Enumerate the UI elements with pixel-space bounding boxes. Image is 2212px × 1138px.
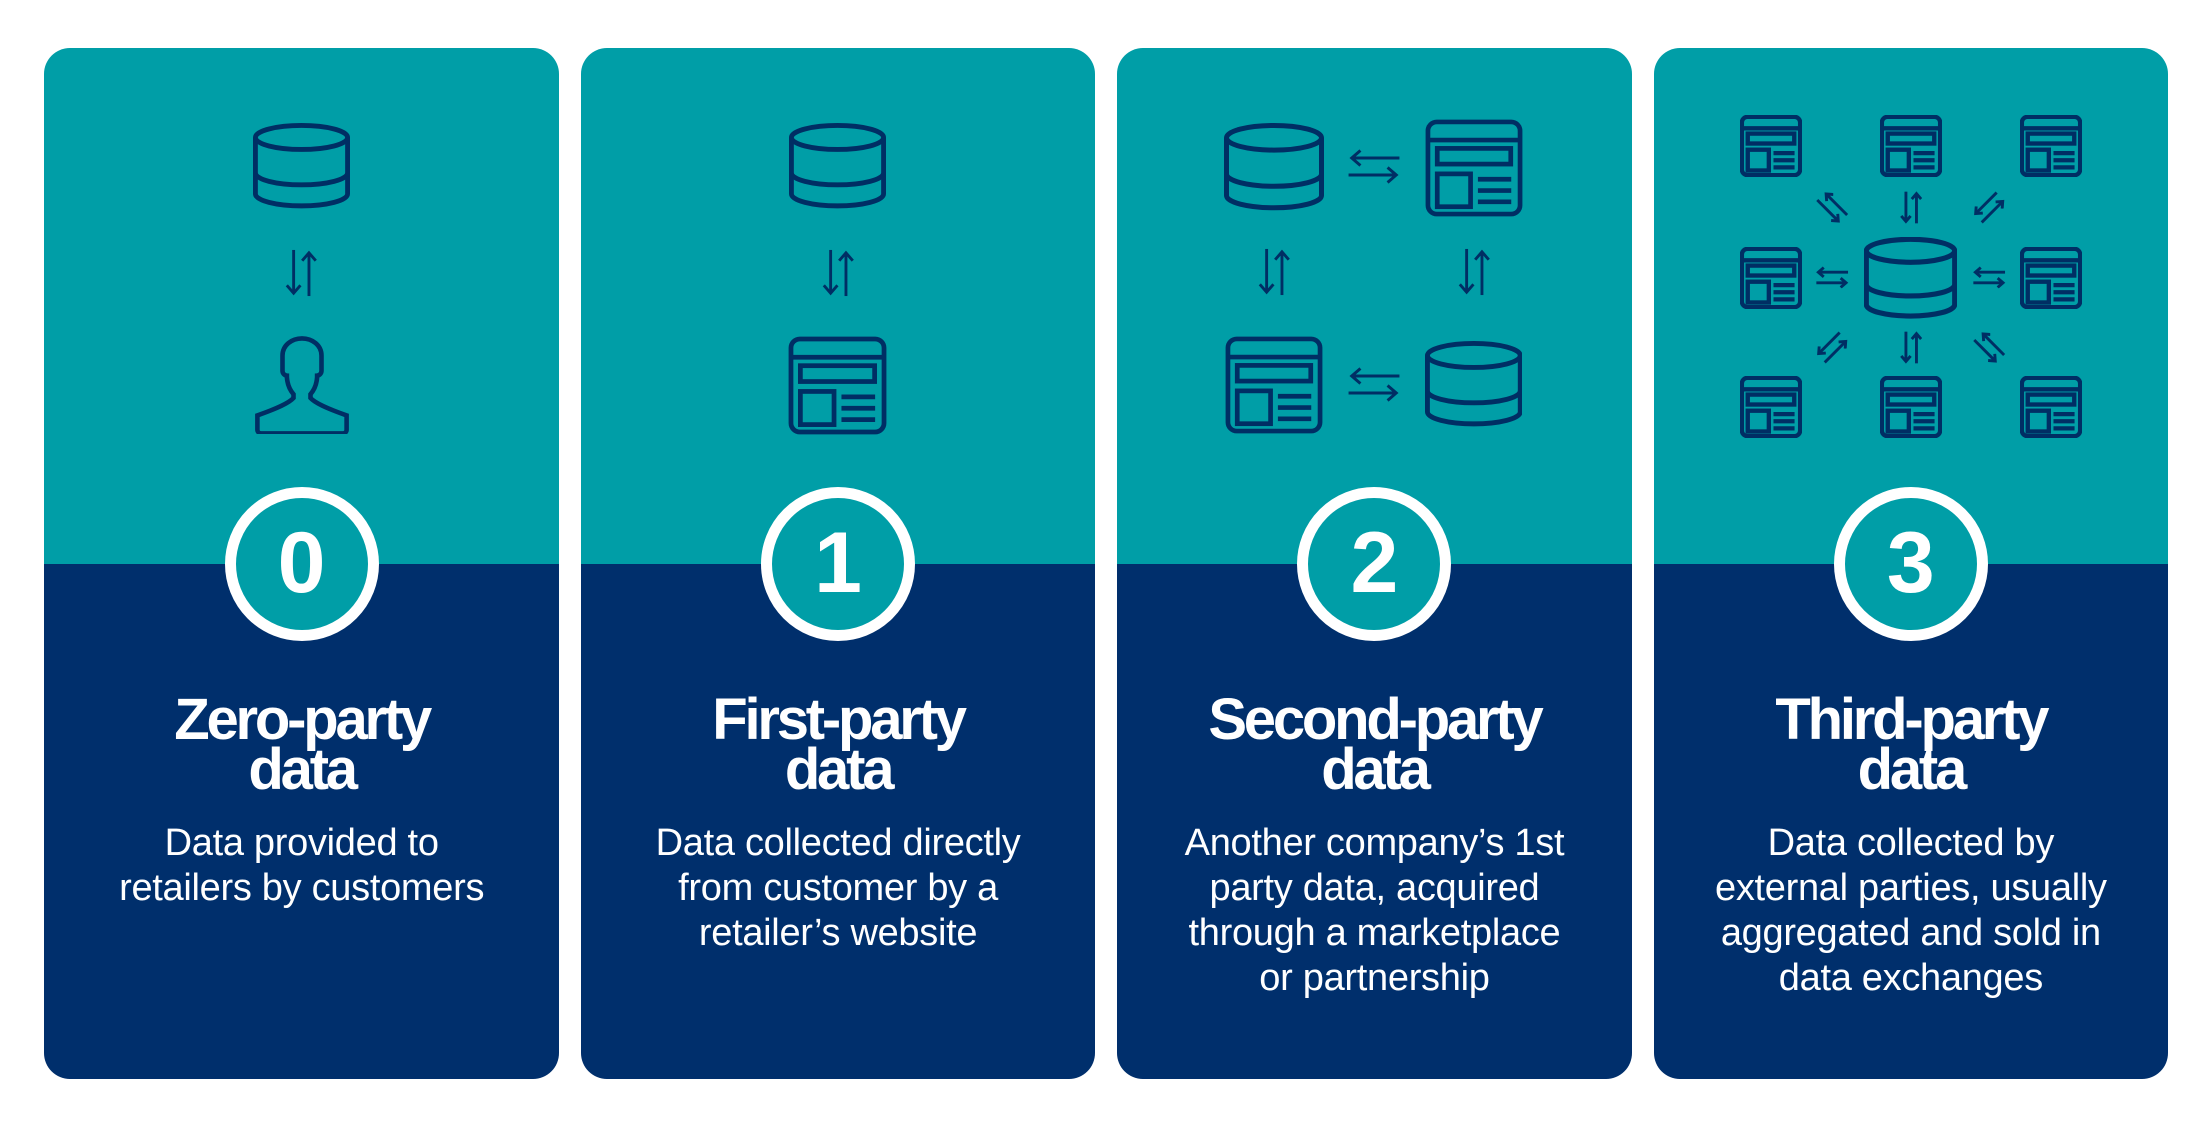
exchange-arrows-icon	[1347, 366, 1401, 402]
exchange-arrows-icon	[1347, 149, 1401, 184]
exchange-arrows-icon	[1969, 327, 2009, 368]
number-badge: 2	[1297, 486, 1452, 641]
card-description-line: retailers by customers	[119, 867, 485, 909]
card-description-line: Another company’s 1st	[1184, 822, 1565, 864]
browser-icon	[2020, 247, 2082, 309]
card-description-line: Data collected directly	[655, 822, 1021, 864]
exchange-arrows-icon	[1899, 191, 1922, 224]
card-top-panel	[44, 48, 559, 564]
number-badge: 3	[1833, 486, 1988, 641]
browser-icon	[1740, 247, 1802, 309]
exchange-arrows-icon	[1899, 331, 1922, 364]
card-description-line: external parties, usually	[1714, 867, 2107, 909]
browser-icon	[1740, 376, 1802, 438]
badge-number: 1	[814, 514, 862, 611]
card-description-line: from customer by a	[678, 867, 998, 909]
number-badge: 0	[224, 486, 379, 641]
exchange-arrows-icon	[822, 248, 854, 297]
card-top-panel	[1117, 48, 1632, 564]
exchange-arrows-icon	[1812, 327, 1852, 368]
card-title-line: First-party	[712, 687, 967, 752]
browser-icon	[2020, 376, 2082, 438]
card-description-line: Data collected by	[1767, 822, 2055, 864]
browser-icon	[1880, 115, 1942, 177]
exchange-arrows-icon	[285, 248, 318, 297]
card-top-panel	[1653, 48, 2169, 564]
card-description-line: data exchanges	[1778, 957, 2043, 999]
exchange-arrows-icon	[1258, 248, 1291, 296]
browser-icon	[1880, 376, 1942, 438]
database-icon	[1425, 341, 1523, 427]
card-title-line: data	[1857, 737, 1968, 802]
database-icon	[1224, 123, 1324, 211]
card-description-line: Data provided to	[164, 822, 439, 864]
browser-icon	[2020, 115, 2082, 177]
exchange-arrows-icon	[1972, 266, 2006, 289]
card-title-line: data	[248, 737, 358, 802]
card-title-line: Third-party	[1775, 687, 2049, 752]
browser-icon	[1425, 119, 1523, 217]
badge-number: 3	[1886, 514, 1935, 611]
browser-icon	[788, 336, 887, 435]
card-title-line: data	[1321, 737, 1431, 802]
card-title-line: Zero-party	[174, 687, 432, 752]
card-description-line: retailer’s website	[698, 912, 978, 954]
card-description-line: party data, acquired	[1209, 867, 1540, 909]
badge-number: 2	[1350, 514, 1399, 611]
badge-number: 0	[277, 514, 326, 611]
exchange-arrows-icon	[1969, 187, 2009, 228]
card-title-line: data	[784, 737, 895, 802]
browser-icon	[1740, 115, 1802, 177]
card-top-panel	[580, 48, 1096, 564]
browser-icon	[1225, 336, 1323, 434]
exchange-arrows-icon	[1816, 266, 1850, 289]
person-icon	[255, 336, 349, 434]
card-title-line: Second-party	[1208, 687, 1543, 752]
card-description-line: or partnership	[1259, 957, 1490, 999]
exchange-arrows-icon	[1458, 248, 1490, 296]
number-badge: 1	[760, 486, 915, 641]
card-description-line: through a marketplace	[1188, 912, 1561, 954]
database-icon	[789, 123, 886, 209]
database-icon	[1864, 237, 1957, 319]
exchange-arrows-icon	[1812, 187, 1852, 228]
card-description-line: aggregated and sold in	[1720, 912, 2101, 954]
database-icon	[253, 123, 350, 209]
